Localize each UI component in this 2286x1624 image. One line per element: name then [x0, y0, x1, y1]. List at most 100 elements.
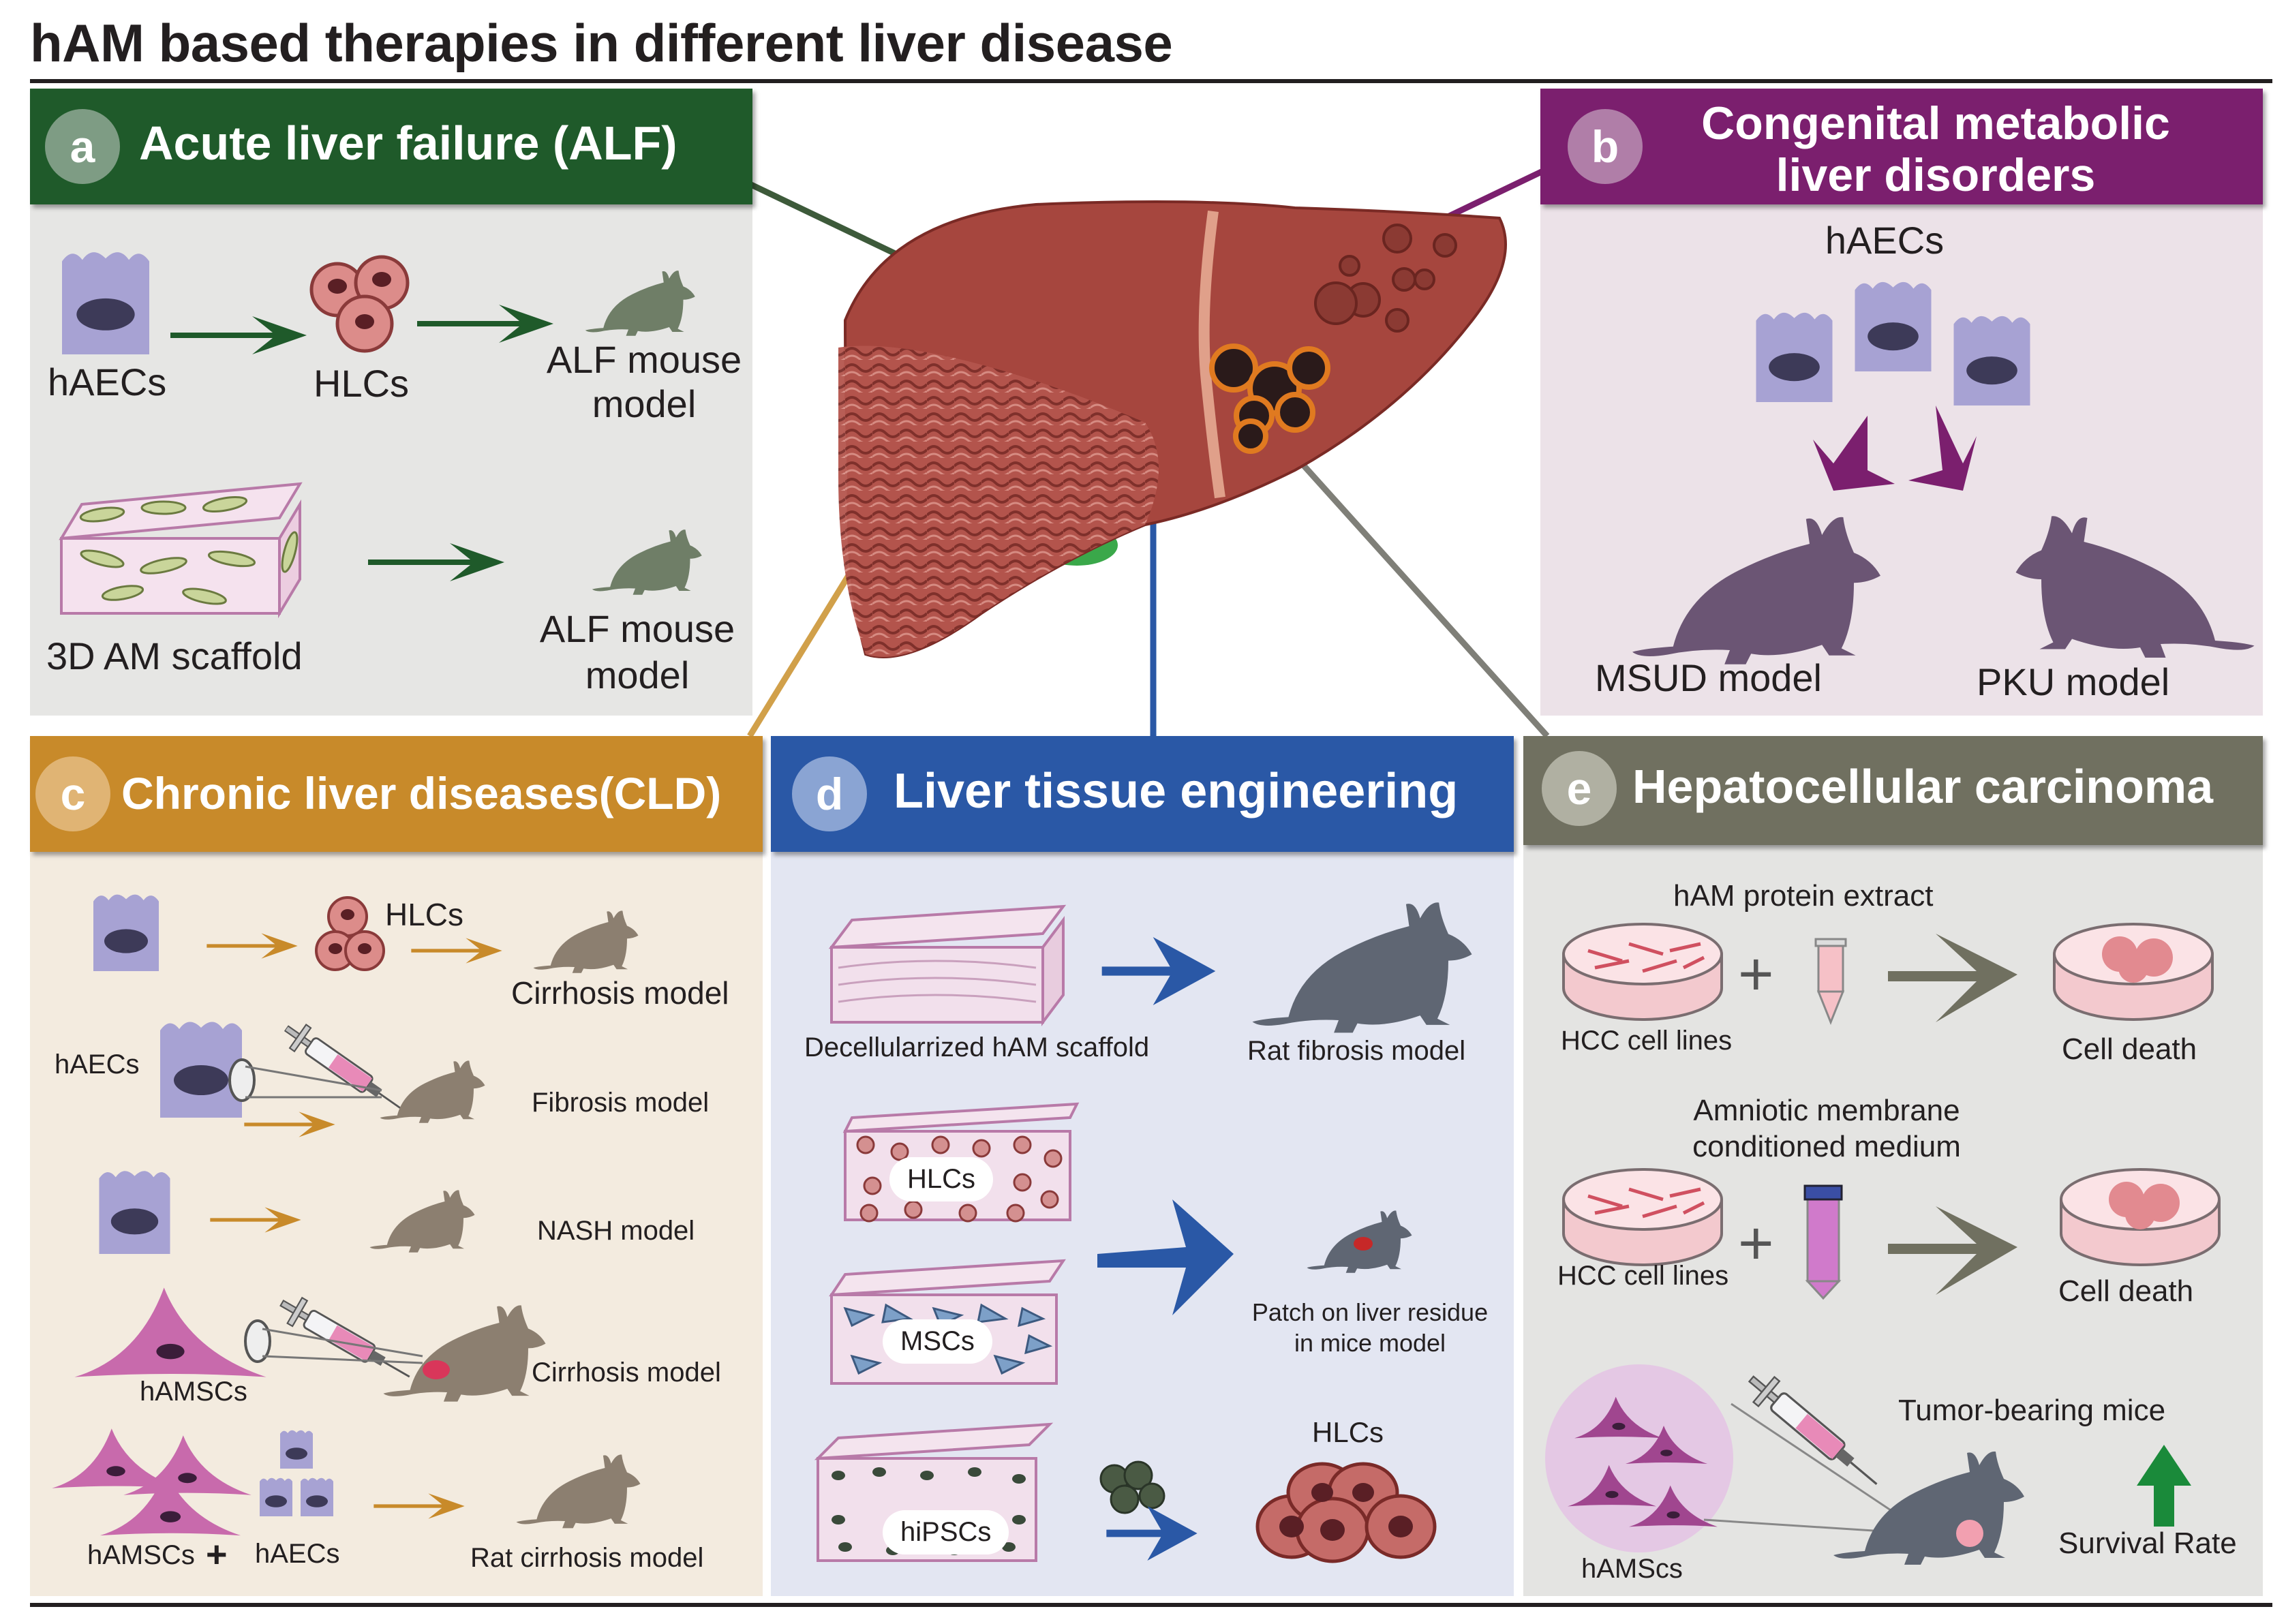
hiPSC-cluster-icon [1099, 1460, 1165, 1514]
label-alf-model-1b: model [592, 382, 697, 425]
plus-sign: + [1738, 1210, 1774, 1278]
petri-dish-icon [1562, 923, 1723, 1021]
label-cell-death-2: Cell death [2058, 1274, 2194, 1308]
label-alf-model-2b: model [585, 654, 690, 696]
panel-c-title: Chronic liver diseases(CLD) [121, 768, 722, 818]
micropipette-icon [228, 1058, 256, 1102]
arrow-icon [1888, 934, 2017, 1022]
panel-b-badge: b [1568, 109, 1643, 184]
panel-e-header: Hepatocellular carcinoma [1523, 736, 2263, 845]
label-alf-model-2a: ALF mouse [539, 607, 735, 650]
label-hAM-extract: hAM protein extract [1673, 879, 1934, 913]
label-fibrosis-model: Fibrosis model [532, 1088, 710, 1118]
arrow-icon [1097, 1199, 1234, 1315]
panel-e-title: Hepatocellular carcinoma [1632, 760, 2213, 813]
syringe-icon [1739, 1365, 1889, 1499]
title-rule [30, 79, 2272, 83]
label-block-HLCs: HLCs [889, 1157, 994, 1201]
panel-b-title-2: liver disorders [1776, 149, 2096, 201]
connector-hcc [1299, 461, 1550, 739]
hcc-cells [1587, 1187, 1705, 1219]
panel-c [30, 736, 763, 1596]
label-cirrhosis-model-2: Cirrhosis model [532, 1358, 721, 1388]
label-hAMSCs-c: hAMSCs [140, 1377, 247, 1407]
label-cell-death-1: Cell death [2062, 1032, 2197, 1066]
label-medium-1: Amniotic membrane [1693, 1094, 1960, 1127]
mouse-icon [1833, 1451, 2024, 1565]
connector-alf [748, 181, 908, 262]
panel-b-header: Congenital metabolic liver disorders [1540, 89, 2263, 204]
HLC-icon [315, 896, 385, 971]
label-hcc-1: HCC cell lines [1561, 1026, 1733, 1056]
dead-cells [2102, 936, 2173, 983]
panel-d-header: Liver tissue engineering [771, 736, 1514, 852]
arrow-icon [1813, 416, 1895, 491]
HLC-icon [309, 255, 410, 353]
hcc-cells [1587, 942, 1705, 973]
label-hAECs: hAECs [48, 361, 167, 403]
label-block-MSCs: MSCs [883, 1319, 992, 1364]
plus-sign: + [206, 1534, 228, 1575]
label-patch-1: Patch on liver residue [1251, 1298, 1489, 1326]
up-arrow-icon [2137, 1445, 2191, 1527]
tumor-icon [1956, 1520, 1983, 1547]
falciform-ligament [1198, 210, 1225, 499]
label-pku-model: PKU model [1977, 660, 2170, 703]
tumor-cluster [1209, 343, 1330, 454]
injection-site [423, 1360, 450, 1379]
label-hAMSCs-c2: hAMSCs [87, 1540, 195, 1570]
connector-cld [747, 557, 862, 738]
petri-dish-icon [1562, 1168, 1723, 1266]
panel-a-title: Acute liver failure (ALF) [139, 117, 677, 170]
label-alf-model-1a: ALF mouse [546, 338, 742, 381]
label-HLCs: HLCs [314, 362, 410, 405]
panel-a-header: Acute liver failure (ALF) [30, 89, 752, 204]
label-hcc-2: HCC cell lines [1557, 1261, 1729, 1291]
connector-cmld [1444, 166, 1549, 221]
fibrotic-region [838, 346, 1159, 657]
label-block-hiPSCs: hiPSCs [883, 1510, 1009, 1554]
panel-d-badge: d [792, 756, 867, 831]
panel-d-title: Liver tissue engineering [894, 764, 1459, 818]
label-patch-2: in mice model [1294, 1329, 1446, 1357]
arrow-icon [1888, 1206, 2017, 1295]
figure-title: hAM based therapies in different liver d… [30, 13, 1173, 73]
panel-c-badge: c [35, 756, 110, 831]
label-rat-cirrhosis: Rat cirrhosis model [470, 1543, 704, 1573]
panel-b-title-1: Congenital metabolic [1701, 97, 2170, 149]
panel-e-badge: e [1542, 751, 1617, 826]
micropipette-icon [244, 1319, 271, 1363]
dead-cells [2109, 1182, 2180, 1229]
label-cirrhosis-model-1: Cirrhosis model [511, 975, 729, 1011]
label-survival: Survival Rate [2058, 1527, 2237, 1560]
plus-sign: + [1738, 940, 1774, 1009]
label-rat-fibrosis: Rat fibrosis model [1247, 1036, 1466, 1066]
label-HLCs-c: HLCs [385, 897, 464, 932]
label-hAECs-b: hAECs [1825, 219, 1945, 262]
falcon-tube-icon [1803, 1184, 1843, 1300]
tube-icon [1814, 938, 1847, 1026]
panel-c-header: Chronic liver diseases(CLD) [30, 736, 763, 852]
label-HLCs-d: HLCs [1312, 1416, 1384, 1448]
label-medium-2: conditioned medium [1692, 1130, 1961, 1163]
3d-scaffold-icon [59, 482, 303, 619]
label-3d-scaffold: 3D AM scaffold [46, 634, 303, 677]
label-hAECs-c2: hAECs [255, 1539, 340, 1569]
label-decell-scaffold: Decellularrized hAM scaffold [804, 1032, 1150, 1062]
label-tumor-mice: Tumor-bearing mice [1898, 1394, 2166, 1427]
nodules [1314, 224, 1457, 333]
HLC-cluster-icon [1255, 1462, 1437, 1563]
arrow-icon [1908, 405, 1977, 491]
label-nash-model: NASH model [537, 1216, 695, 1246]
label-hAECs-c: hAECs [55, 1050, 140, 1079]
panel-a-badge: a [45, 109, 120, 184]
liver-patch [1354, 1237, 1373, 1251]
scaffold-MSCs-icon [829, 1259, 1066, 1385]
